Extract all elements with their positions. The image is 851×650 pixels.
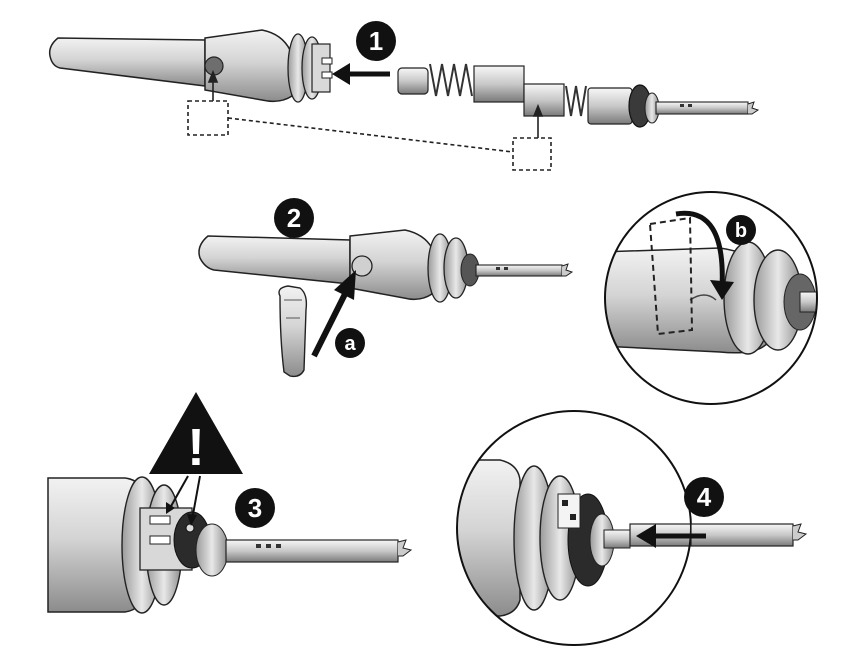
step-2-illustration: 2 a bbox=[198, 198, 574, 378]
step-3-label: 3 bbox=[248, 493, 262, 523]
step-1-illustration: 1 bbox=[48, 21, 760, 171]
substep-a-badge: a bbox=[335, 328, 365, 358]
warning-symbol: ! bbox=[187, 419, 204, 477]
step-2-badge: 2 bbox=[274, 198, 314, 238]
step-2-label: 2 bbox=[287, 203, 301, 233]
step-4-illustration: 4 bbox=[456, 410, 808, 646]
holder-clip bbox=[278, 285, 308, 378]
heater-element bbox=[397, 63, 760, 128]
handle-body bbox=[198, 235, 351, 285]
alignment-markers bbox=[187, 69, 552, 171]
substep-b-badge: b bbox=[726, 215, 756, 245]
warning-icon: ! bbox=[149, 392, 243, 477]
step-1-label: 1 bbox=[369, 26, 383, 56]
substep-b-label: b bbox=[735, 220, 747, 242]
step-4-badge: 4 bbox=[684, 477, 724, 517]
step-3-badge: 3 bbox=[235, 488, 275, 528]
detail-b-zoom: b bbox=[604, 191, 818, 405]
step-4-label: 4 bbox=[697, 482, 712, 512]
handle-body bbox=[48, 37, 206, 87]
substep-a-label: a bbox=[344, 333, 356, 355]
clip-hole bbox=[204, 56, 224, 76]
step-3-illustration: ! 3 bbox=[47, 392, 413, 614]
step-1-badge: 1 bbox=[356, 21, 396, 61]
